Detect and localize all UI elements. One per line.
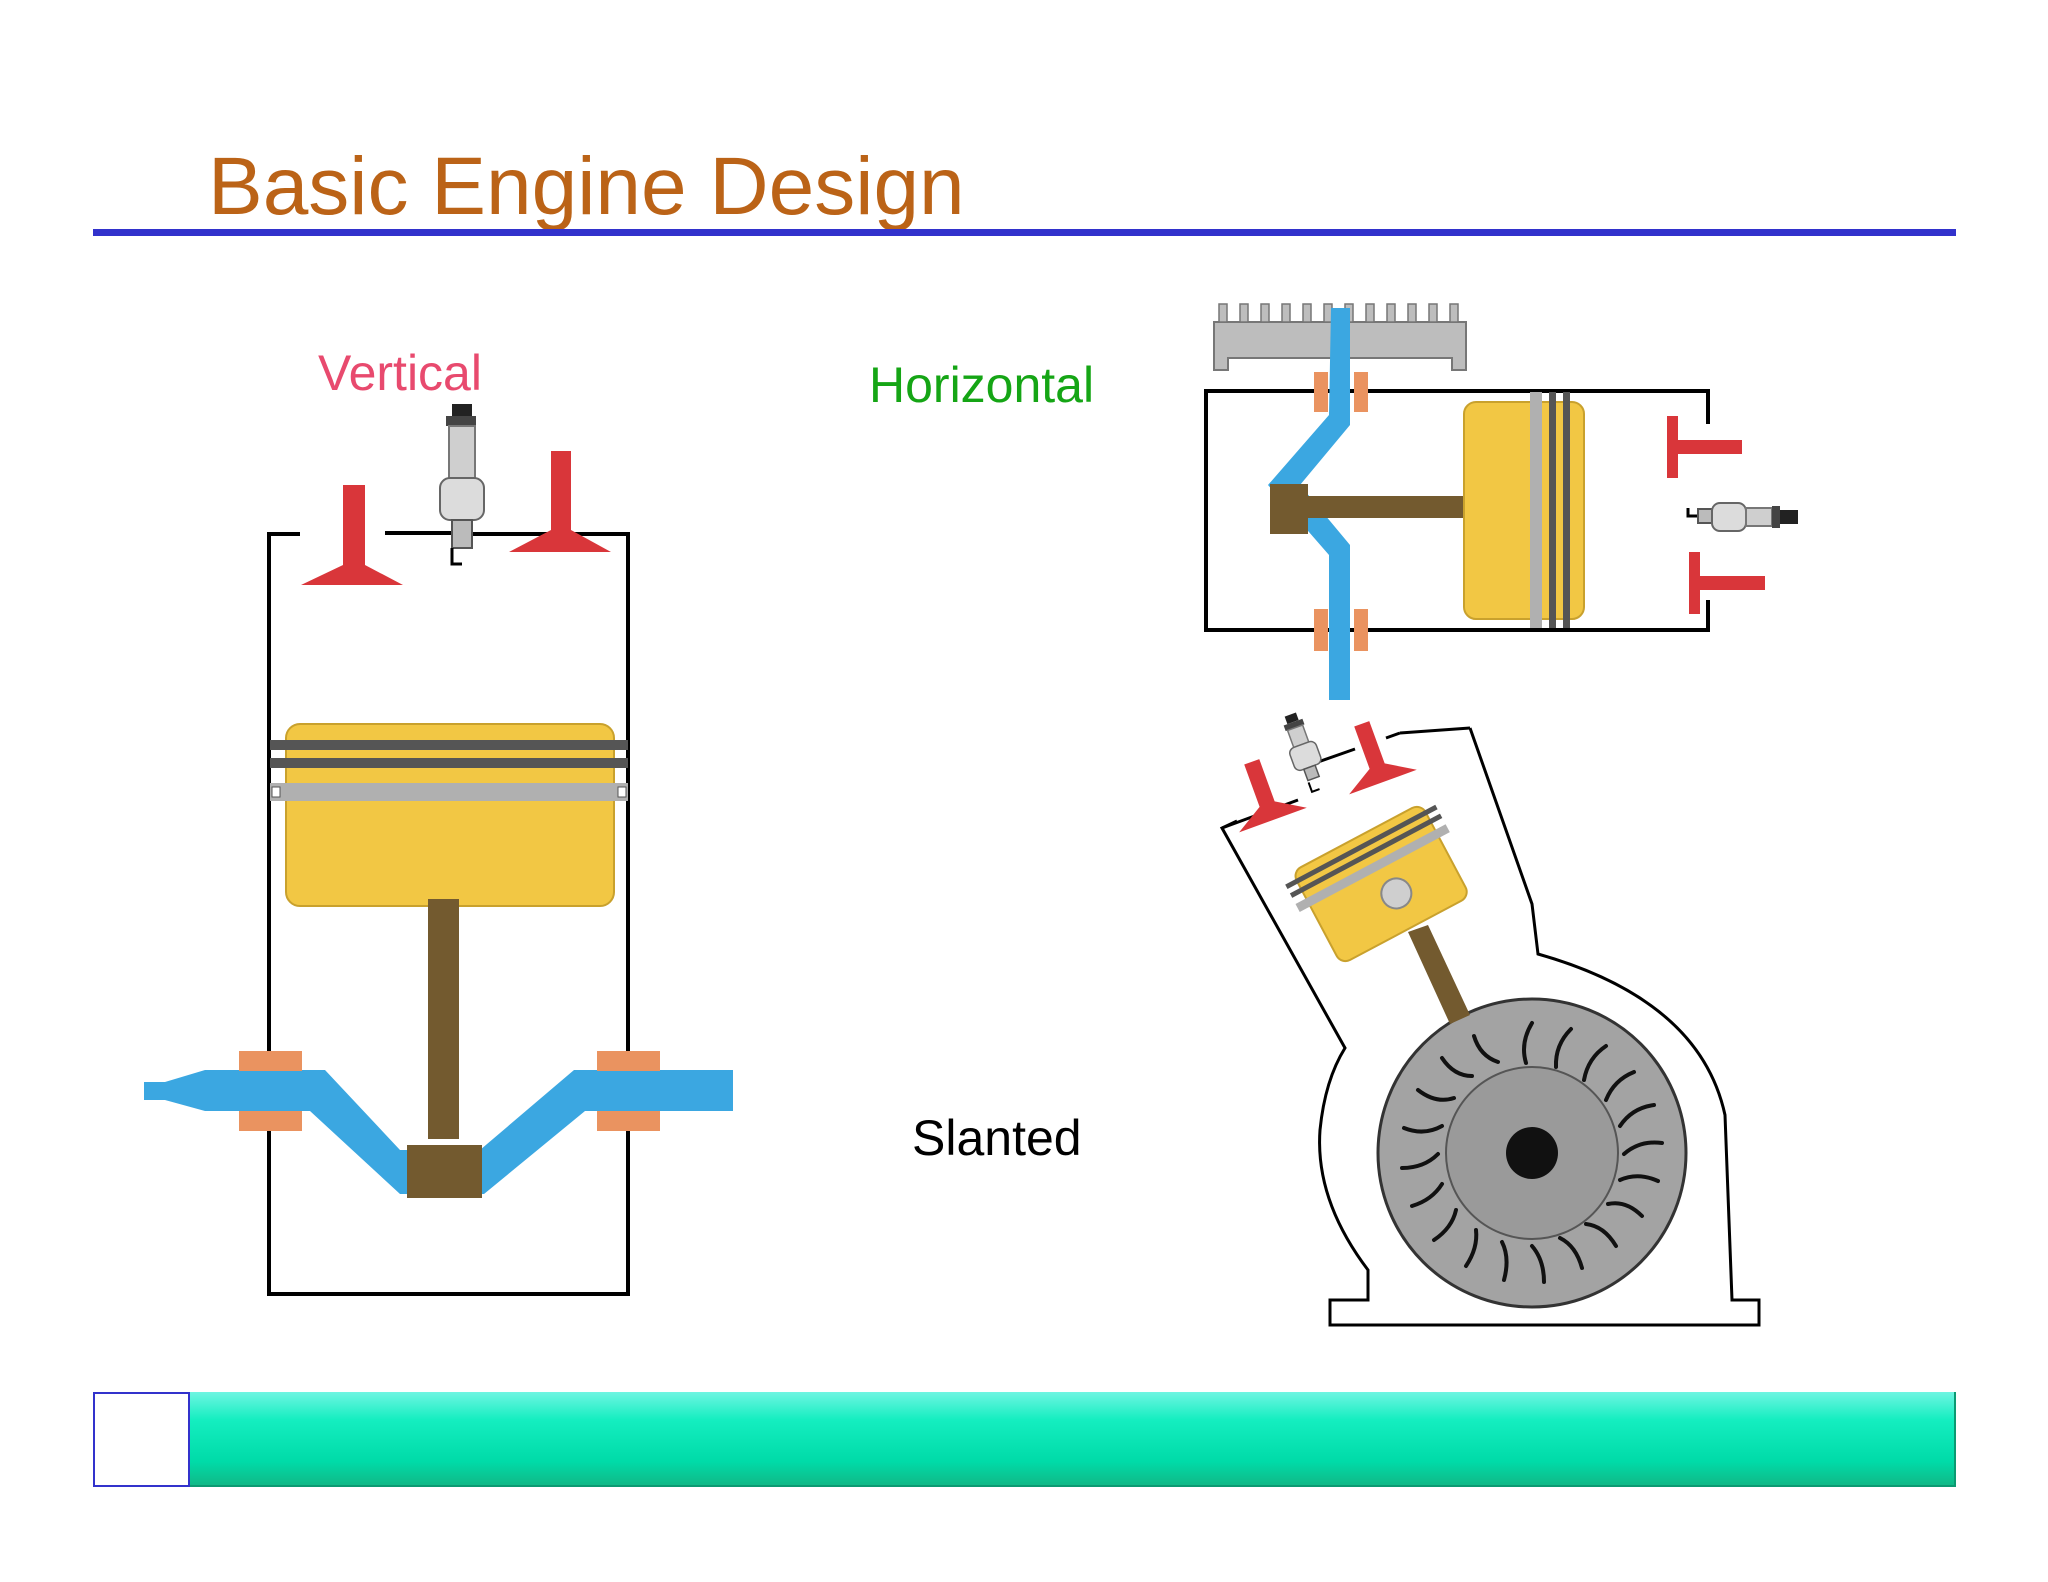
vertical-intake-valve <box>301 485 403 585</box>
slanted-piston-pin <box>1380 877 1413 910</box>
vertical-piston <box>285 723 615 907</box>
logo-frame <box>93 1392 190 1487</box>
horizontal-engine <box>1204 303 1798 700</box>
slanted-piston-ring <box>1295 824 1450 912</box>
vertical-engine <box>144 404 733 1296</box>
slanted-intake-valve <box>1239 759 1307 833</box>
vertical-spark-plug <box>439 404 485 566</box>
horizontal-spark-plug <box>1686 502 1798 532</box>
slanted-spark-plug <box>1283 712 1322 794</box>
vertical-piston-ring <box>270 758 628 768</box>
horizontal-intake-valve <box>1667 416 1742 478</box>
vertical-exhaust-valve <box>509 451 611 552</box>
title-rule <box>93 229 1956 236</box>
vertical-connecting-rod <box>428 899 459 1139</box>
slanted-engine <box>1219 712 1761 1327</box>
slanted-label: Slanted <box>912 1110 1082 1166</box>
vertical-piston-ring <box>270 783 628 801</box>
horizontal-main-bearing <box>1314 372 1328 412</box>
vertical-main-bearing <box>597 1051 660 1071</box>
horizontal-piston-ring <box>1563 392 1570 628</box>
slide-title: Basic Engine Design <box>208 141 965 232</box>
vertical-label: Vertical <box>318 345 482 401</box>
vertical-main-bearing <box>597 1111 660 1131</box>
vertical-crankshaft <box>144 1070 733 1194</box>
slanted-connecting-rod <box>1408 925 1470 1024</box>
horizontal-main-bearing <box>1314 609 1328 651</box>
slanted-flywheel-blades <box>1400 1021 1664 1284</box>
slanted-crankshaft-axle <box>1506 1127 1558 1179</box>
horizontal-cylinder-wall <box>1204 389 1710 632</box>
slanted-piston-ring <box>1285 804 1438 890</box>
footer-bar <box>190 1392 1956 1487</box>
horizontal-label: Horizontal <box>869 357 1095 413</box>
horizontal-main-bearing <box>1354 609 1368 651</box>
vertical-main-bearing <box>239 1051 302 1071</box>
horizontal-exhaust-valve <box>1689 552 1765 614</box>
vertical-piston-ring <box>270 740 628 750</box>
vertical-crank-pin <box>407 1145 482 1198</box>
horizontal-connecting-rod <box>1300 496 1470 518</box>
horizontal-main-bearing <box>1354 372 1368 412</box>
slanted-piston-group <box>1285 804 1468 963</box>
vertical-main-bearing <box>239 1111 302 1131</box>
horizontal-piston-ring <box>1530 392 1542 628</box>
slanted-piston-ring <box>1289 813 1443 898</box>
vertical-cylinder-wall <box>267 532 630 1296</box>
slanted-exhaust-valve <box>1349 721 1417 795</box>
horizontal-piston-ring <box>1549 392 1556 628</box>
